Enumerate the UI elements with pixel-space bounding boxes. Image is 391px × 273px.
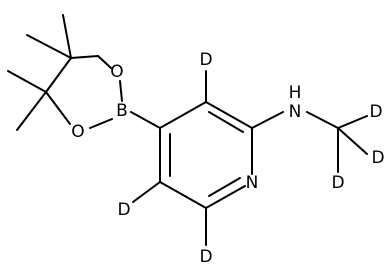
bond-methyl-4 [16, 91, 47, 131]
bond-c6-c5 [159, 181, 207, 209]
bond-c3-c2-inner [208, 111, 244, 133]
bond-b-c4 [130, 111, 161, 129]
pinacol-boronate-bonds [7, 14, 123, 131]
bond-cd3-d-top [337, 115, 368, 129]
bond-n1-c6 [205, 185, 246, 209]
atom-d-methyl-top: D [369, 102, 382, 122]
bond-c2-n [251, 111, 284, 129]
bond-b-o-bottom [89, 118, 113, 129]
atom-d-methyl-right: D [371, 148, 384, 168]
bond-o-c-bottom [45, 91, 71, 125]
bond-o-b-top [119, 80, 123, 102]
bond-cd3-d-right [337, 127, 368, 155]
bond-methyl-3 [7, 70, 47, 93]
atom-n-pyridine: N [246, 173, 259, 193]
bond-c-c-backbone [45, 57, 72, 93]
atom-d-c3: D [199, 50, 212, 70]
atom-d-c5: D [117, 200, 130, 220]
bond-c-o-top [97, 55, 112, 69]
atom-b: B [116, 101, 128, 121]
atom-h-amine: H [289, 83, 302, 103]
atom-n-amine: N [289, 102, 302, 122]
atom-d-c6: D [199, 247, 212, 267]
bond-c4-c3 [159, 101, 207, 129]
bond-c5-d [132, 181, 161, 203]
atom-o-bottom: O [71, 122, 84, 142]
bond-methyl-2 [26, 34, 72, 59]
bond-n-cd3 [306, 111, 339, 129]
bond-n1-c6-inner [208, 177, 241, 197]
bond-methyl-1 [62, 14, 72, 59]
bond-c-o-top-link [70, 55, 99, 59]
atom-d-methyl-bottom: D [331, 173, 344, 193]
pyridine-ring-bonds [159, 101, 253, 209]
bond-c3-c2 [205, 101, 253, 129]
atom-o-top: O [110, 62, 123, 82]
